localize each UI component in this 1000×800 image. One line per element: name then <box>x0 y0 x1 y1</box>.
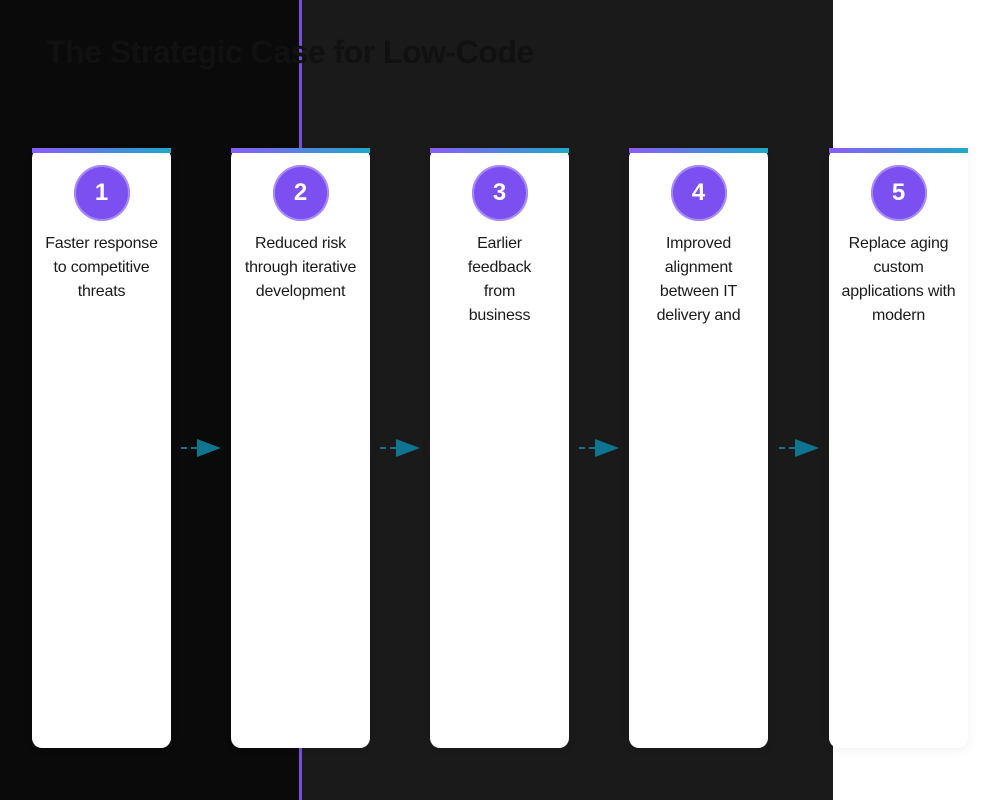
step-description: Reduced risk through iterative developme… <box>244 235 357 300</box>
dashed-arrow-right-icon <box>779 439 819 457</box>
step-number-badge: 4 <box>670 165 727 221</box>
step-card-2: 2 Reduced risk through iterative develop… <box>231 148 370 748</box>
step-card-4: 4 Improved alignment between IT delivery… <box>629 148 768 748</box>
step-description: Replace aging custom applications with m… <box>841 235 956 324</box>
card-accent-bar <box>629 148 768 153</box>
step-number-badge: 2 <box>272 165 329 221</box>
dashed-arrow-right-icon <box>181 439 221 457</box>
step-card-3: 3 Earlier feedback from business <box>430 148 569 748</box>
step-number-badge: 3 <box>471 165 528 221</box>
card-accent-bar <box>32 148 171 153</box>
step-card-5: 5 Replace aging custom applications with… <box>829 148 968 748</box>
step-number-badge: 5 <box>870 165 927 221</box>
card-accent-bar <box>231 148 370 153</box>
step-card-1: 1 Faster response to competitive threats <box>32 148 171 748</box>
dashed-arrow-right-icon <box>579 439 619 457</box>
step-description: Faster response to competitive threats <box>45 235 158 300</box>
step-description: Improved alignment between IT delivery a… <box>656 235 741 324</box>
step-number-badge: 1 <box>73 165 130 221</box>
card-accent-bar <box>430 148 569 153</box>
card-accent-bar <box>829 148 968 153</box>
step-description: Earlier feedback from business <box>467 235 532 324</box>
dashed-arrow-right-icon <box>380 439 420 457</box>
page-title: The Strategic Case for Low-Code <box>46 34 534 70</box>
